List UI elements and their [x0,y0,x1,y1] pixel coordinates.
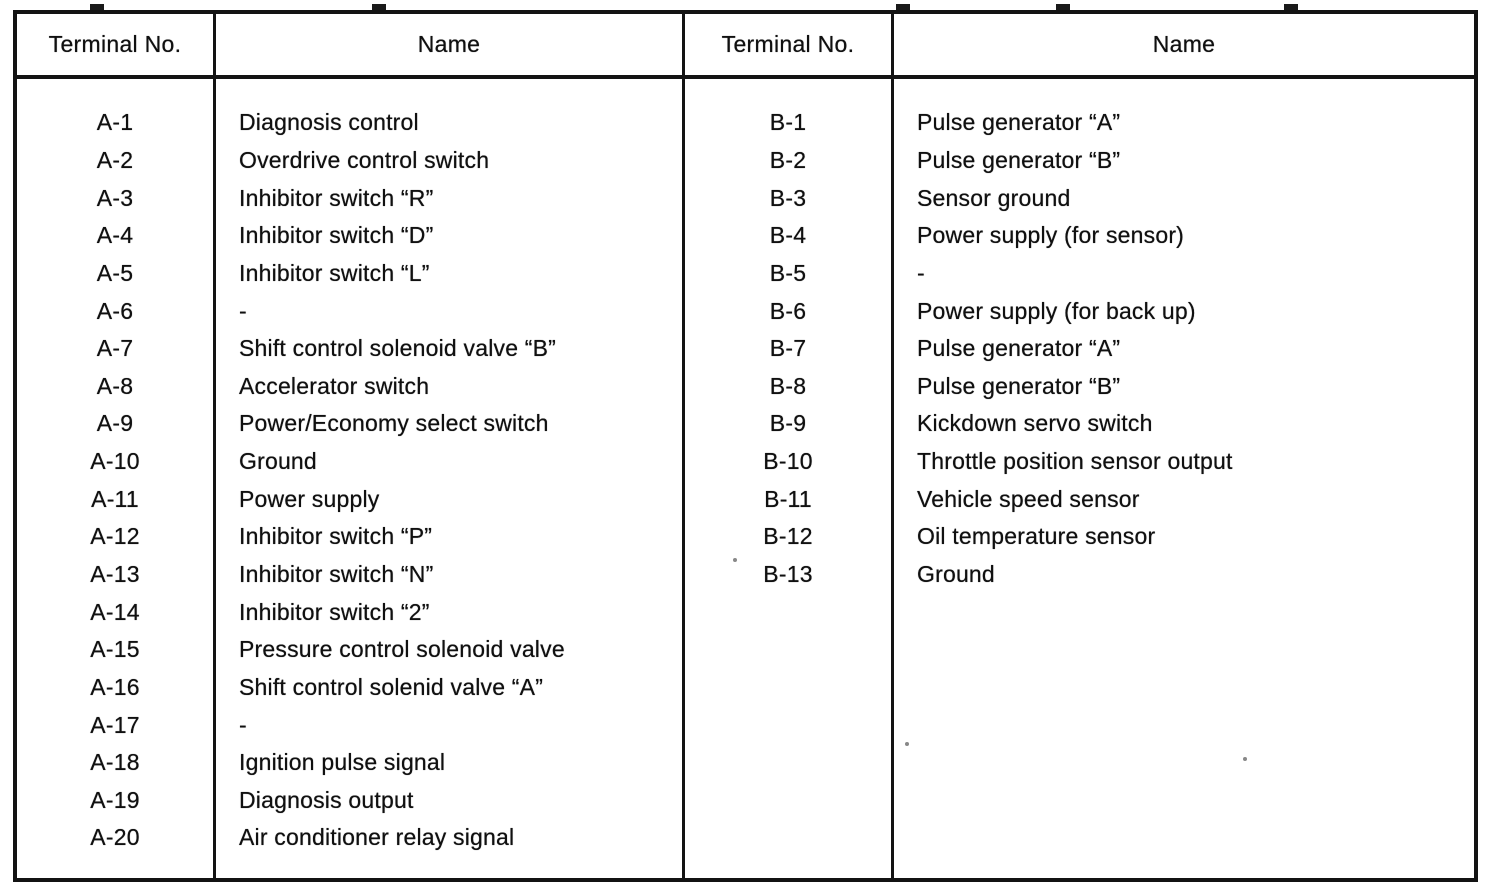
name-cell: Oil temperature sensor [917,523,1156,550]
scan-tick-artifact [1056,4,1070,11]
table-body: A-1 A-2 A-3 A-4 A-5 A-6 A-7 A-8 A-9 [17,79,1474,878]
name-cell: - [239,711,247,738]
terminal-cell: A-5 [96,259,134,286]
terminal-cell: A-16 [90,673,140,700]
name-cell: - [239,297,247,324]
scan-tick-artifact [896,4,910,11]
terminal-column-b: B-1 B-2 B-3 B-4 B-5 B-6 B-7 B-8 B-9 [685,79,894,878]
scan-tick-artifact [1284,4,1298,11]
terminal-cell: A-3 [96,184,134,211]
header-name-left: Name [216,14,685,75]
name-cell: Power supply (for back up) [917,297,1196,324]
name-column-b: Pulse generator “A” Pulse generator “B” … [894,79,1474,878]
name-cell: Power/Economy select switch [239,410,549,437]
name-cell: Inhibitor switch “P” [239,523,433,550]
terminal-cell: B-12 [763,523,813,550]
name-cell: Inhibitor switch “L” [239,259,430,286]
terminal-cell: B-4 [769,222,807,249]
terminal-cell: B-11 [764,485,812,512]
table-frame: Terminal No. Name Terminal No. Name A-1 … [13,10,1478,882]
terminal-cell: A-17 [90,711,140,738]
terminal-cell: A-10 [90,448,140,475]
terminal-cell: A-8 [96,372,134,399]
terminal-cell: A-1 [96,109,134,136]
terminal-cell: A-4 [96,222,134,249]
table-header-row: Terminal No. Name Terminal No. Name [17,14,1474,79]
terminal-cell: B-2 [769,146,807,173]
name-cell: Overdrive control switch [239,146,490,173]
terminal-cell: B-6 [769,297,807,324]
name-cell: Pulse generator “B” [917,372,1121,399]
terminal-cell: A-15 [90,636,140,663]
name-cell: Vehicle speed sensor [917,485,1140,512]
header-name-right: Name [1152,31,1216,57]
name-cell: Inhibitor switch “N” [239,561,434,587]
name-cell: Inhibitor switch “2” [239,598,430,625]
header-terminal-no-right: Terminal No. [685,14,894,75]
terminal-cell: A-2 [96,146,134,173]
terminal-cell: B-8 [769,372,807,399]
name-cell: Pulse generator “B” [917,146,1121,173]
name-cell: Pressure control solenoid valve [239,636,565,663]
terminal-cell: A-6 [96,297,134,324]
name-cell: Kickdown servo switch [917,410,1153,437]
name-cell: Inhibitor switch “D” [239,222,434,249]
name-cell: Ignition pulse signal [239,749,446,776]
scan-tick-artifact [90,4,104,11]
name-cell: Pulse generator “A” [917,109,1121,136]
terminal-cell: A-9 [96,410,134,437]
name-cell: Diagnosis control [239,109,419,136]
name-cell: - [917,259,925,286]
name-cell: Accelerator switch [239,372,430,399]
name-cell: Ground [917,561,995,587]
terminal-cell: A-20 [90,824,140,851]
name-cell: Shift control solenid valve “A” [239,673,544,700]
name-column-a: Diagnosis control Overdrive control swit… [216,79,685,878]
scan-speck-artifact [733,558,737,562]
name-cell: Sensor ground [917,184,1071,211]
terminal-cell: B-1 [769,109,807,136]
name-cell: Pulse generator “A” [917,335,1121,362]
terminal-cell: B-9 [769,410,807,437]
terminal-cell: A-14 [90,598,140,625]
terminal-cell: B-10 [763,448,813,475]
terminal-cell: B-13 [763,561,813,587]
name-cell: Shift control solenoid valve “B” [239,335,557,362]
name-cell: Air conditioner relay signal [239,824,515,851]
terminal-cell: A-12 [90,523,140,550]
terminal-cell: B-5 [769,259,807,286]
name-cell: Diagnosis output [239,786,414,813]
name-cell: Ground [239,448,317,475]
name-cell: Power supply (for sensor) [917,222,1185,249]
terminal-column-a: A-1 A-2 A-3 A-4 A-5 A-6 A-7 A-8 A-9 [17,79,216,878]
name-cell: Inhibitor switch “R” [239,184,434,211]
name-cell: Power supply [239,485,380,512]
terminal-cell: A-18 [90,749,140,776]
terminal-cell: B-7 [769,335,807,362]
header-terminal-no-left: Terminal No. [17,14,216,75]
terminal-cell: A-7 [96,335,134,362]
scan-tick-artifact [372,4,386,11]
terminal-cell: A-11 [91,485,139,512]
terminal-cell: B-3 [769,184,807,211]
name-cell: Throttle position sensor output [917,448,1233,475]
terminal-cell: A-13 [90,561,140,587]
scan-speck-artifact [1243,757,1247,761]
scan-speck-artifact [905,742,909,746]
terminal-cell: A-19 [90,786,140,813]
